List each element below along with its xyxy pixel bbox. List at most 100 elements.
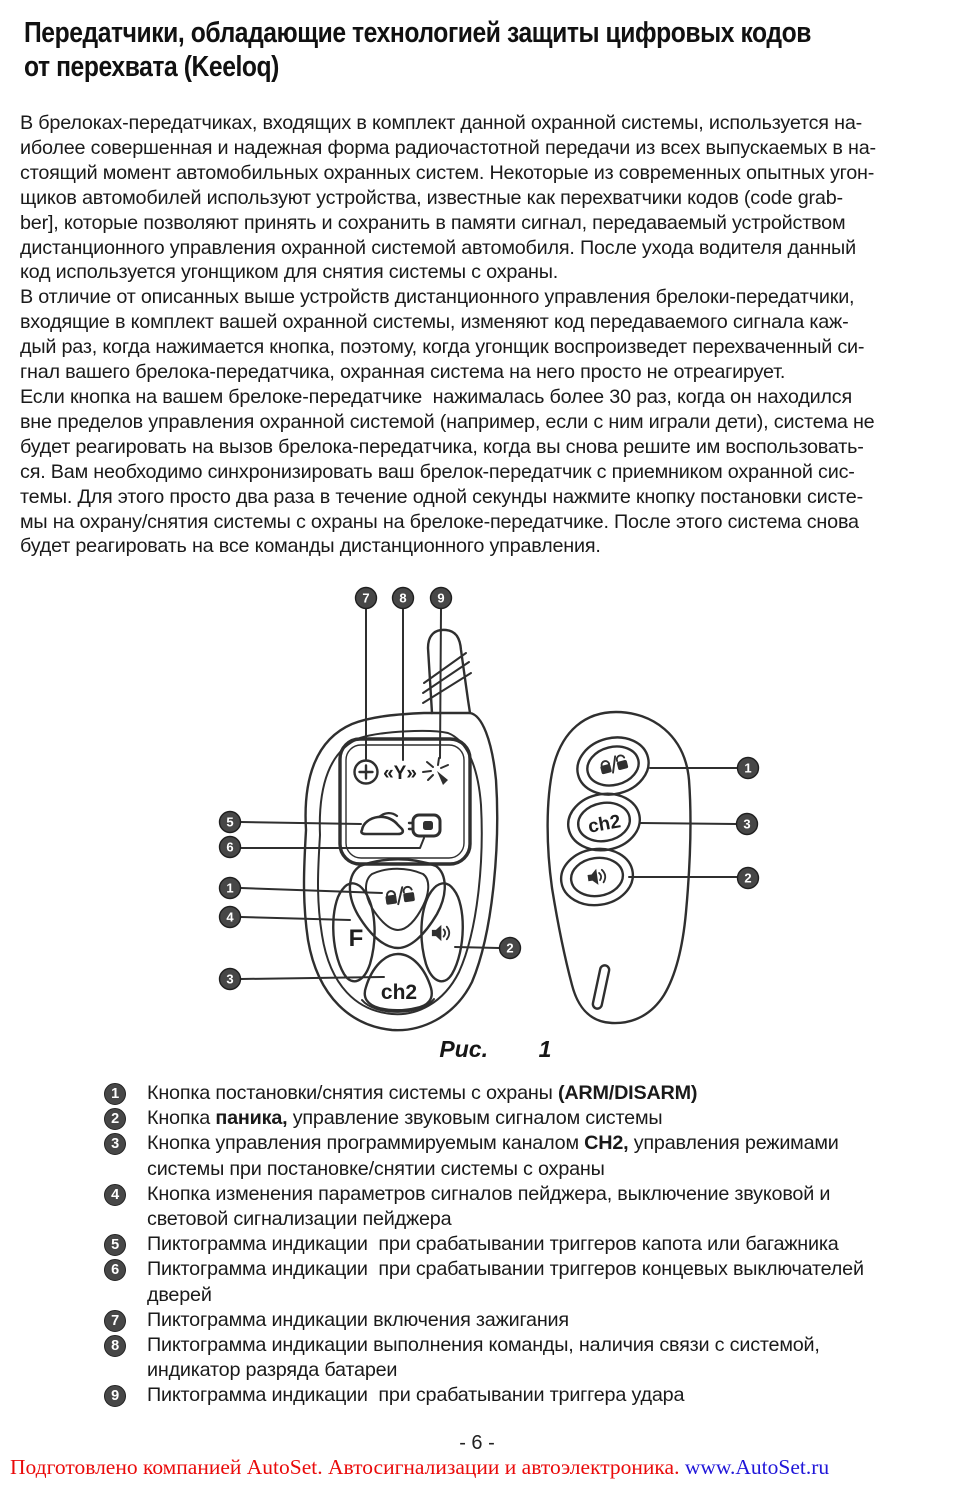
door-trigger-icon bbox=[407, 813, 442, 838]
legend-item-number: 6 bbox=[104, 1259, 126, 1282]
left-keyfob-inner-panel bbox=[317, 729, 483, 1016]
legend-item-number: 7 bbox=[104, 1309, 126, 1332]
svg-text:2: 2 bbox=[744, 871, 751, 886]
page-title-line1: Передатчики, обладающие технологией защи… bbox=[24, 17, 811, 49]
callout-2-right: 2 bbox=[736, 866, 760, 890]
legend-item-text: Пиктограмма индикации при срабатывании т… bbox=[147, 1233, 839, 1256]
shock-icon bbox=[422, 757, 449, 785]
lcd-screen-inner-bezel bbox=[345, 744, 465, 859]
lock-unlock-icon-left bbox=[383, 884, 417, 907]
ch2-button-left bbox=[363, 952, 433, 1012]
legend-item-text: Пиктограмма индикации выполнения команды… bbox=[147, 1334, 820, 1382]
callout-1-right: 1 bbox=[736, 756, 760, 780]
antenna-hatching bbox=[422, 652, 472, 704]
body-text-line: будет реагировать на все команды дистанц… bbox=[20, 535, 601, 558]
lock-unlock-icon-right bbox=[597, 752, 630, 777]
page-title: Передатчики, обладающие технологией защи… bbox=[24, 16, 811, 84]
legend-item: 4 Кнопка изменения параметров сигналов пе… bbox=[0, 1182, 954, 1232]
f-button bbox=[332, 882, 376, 983]
legend-item: 9 Пиктограмма индикации при срабатывании … bbox=[0, 1383, 954, 1408]
callout-4: 4 bbox=[218, 905, 242, 929]
legend-item: 7 Пиктограмма индикации включения зажиган… bbox=[0, 1308, 954, 1333]
body-text-line: В отличие от описанных выше устройств ди… bbox=[20, 286, 855, 309]
legend-item-text: Пиктограмма индикации при срабатывании т… bbox=[147, 1258, 864, 1306]
legend-item-number: 3 bbox=[104, 1133, 126, 1156]
paragraph-2: В отличие от описанных выше устройств ди… bbox=[20, 285, 950, 385]
legend-item-number: 9 bbox=[104, 1385, 126, 1408]
svg-text:2: 2 bbox=[506, 941, 513, 956]
callout-7: 7 bbox=[354, 586, 378, 610]
legend-item-number: 1 bbox=[104, 1083, 126, 1105]
body-text-line: щиков автомобилей используют устройства,… bbox=[20, 186, 843, 209]
panic-button-left bbox=[420, 882, 464, 983]
hood-trigger-icon bbox=[360, 812, 405, 836]
legend-item-number: 4 bbox=[104, 1183, 126, 1206]
legend-item-text: Кнопка управления программируемым канало… bbox=[147, 1132, 839, 1180]
legend-item-text: Пиктограмма индикации включения зажигани… bbox=[147, 1308, 569, 1331]
callout-2-left: 2 bbox=[498, 936, 522, 960]
body-text-line: темы. Для этого просто два раза в течени… bbox=[20, 485, 863, 508]
svg-text:5: 5 bbox=[226, 815, 233, 830]
callout-9: 9 bbox=[429, 586, 453, 610]
arm-disarm-button-left bbox=[365, 867, 430, 931]
legend-item-number: 8 bbox=[104, 1335, 126, 1358]
footer-credit-text: Подготовлено компанией AutoSet. Автосигн… bbox=[10, 1455, 685, 1479]
svg-text:6: 6 bbox=[226, 840, 233, 855]
body-text-line: Если кнопка на вашем брелоке-передатчике… bbox=[20, 385, 852, 408]
right-keyfob-body bbox=[546, 710, 692, 1025]
legend-item-text: Пиктограмма индикации при срабатывании т… bbox=[147, 1384, 685, 1407]
svg-text:1: 1 bbox=[539, 1036, 552, 1060]
signal-icon: «Y» bbox=[383, 763, 417, 784]
ch2-button-left-lower-arc bbox=[361, 998, 435, 1013]
page-title-line2: от перехвата (Keeloq) bbox=[24, 51, 279, 83]
legend-item: 8 Пиктограмма индикации выполнения команд… bbox=[0, 1333, 954, 1383]
keyring-slot bbox=[591, 964, 611, 1010]
legend-item-text: Кнопка паника, управление звуковым сигна… bbox=[147, 1107, 663, 1130]
legend-list: 1 Кнопка постановки/снятия системы с охра… bbox=[0, 1081, 954, 1409]
leader-lines bbox=[240, 608, 738, 980]
ch2-button-right-label: ch2 bbox=[586, 811, 622, 837]
callout-3-right: 3 bbox=[735, 812, 759, 836]
legend-item: 3 Кнопка управления программируемым канал… bbox=[0, 1131, 954, 1181]
svg-text:8: 8 bbox=[399, 591, 406, 606]
legend-item: 1 Кнопка постановки/снятия системы с охра… bbox=[0, 1081, 954, 1106]
callout-5: 5 bbox=[218, 810, 242, 834]
footer-link[interactable]: www.AutoSet.ru bbox=[684, 1455, 830, 1479]
antenna bbox=[426, 628, 472, 715]
legend-item-text: Кнопка изменения параметров сигналов пей… bbox=[147, 1182, 831, 1231]
body-text-line: ся. Вам необходимо синхронизировать ваш … bbox=[20, 460, 855, 483]
arm-disarm-button-left-outline bbox=[348, 858, 446, 950]
ch2-button-left-label: ch2 bbox=[381, 981, 417, 1004]
svg-text:7: 7 bbox=[362, 591, 369, 606]
speaker-icon-left bbox=[430, 923, 451, 943]
body-text-line: В брелоках-передатчиках, входящих в комп… bbox=[20, 112, 863, 134]
svg-text:4: 4 bbox=[226, 910, 234, 925]
figure-caption: Рис. 1 bbox=[439, 1036, 552, 1062]
body-text-line: входящие в комплект вашей охранной систе… bbox=[20, 311, 849, 334]
body-text-line: вне пределов управления охранной системо… bbox=[20, 410, 875, 433]
page-number: - 6 - bbox=[459, 1432, 495, 1454]
callout-6: 6 bbox=[218, 835, 242, 859]
f-button-label: F bbox=[349, 925, 364, 952]
body-text-line: иболее совершенная и надежная форма ради… bbox=[20, 136, 876, 159]
footer-credit: Подготовлено компанией AutoSet. Автосигн… bbox=[10, 1455, 954, 1480]
legend-item: 5 Пиктограмма индикации при срабатывании … bbox=[0, 1232, 954, 1257]
svg-text:3: 3 bbox=[226, 972, 233, 987]
body-text: В брелоках-передатчиках, входящих в комп… bbox=[20, 111, 950, 559]
svg-text:3: 3 bbox=[743, 817, 750, 832]
body-text-line: гнал вашего брелока-передатчика, охранна… bbox=[20, 361, 786, 384]
keyfob-diagram: «Y» bbox=[218, 586, 760, 1062]
legend-item: 6 Пиктограмма индикации при срабатывании … bbox=[0, 1257, 954, 1307]
legend-item-number: 5 bbox=[104, 1234, 126, 1257]
left-keyfob-body bbox=[302, 711, 499, 1032]
body-text-line: мы на охрану/снятия системы с охраны на … bbox=[20, 510, 859, 533]
legend-item-text: Кнопка постановки/снятия системы с охран… bbox=[147, 1082, 698, 1104]
callout-8: 8 bbox=[391, 586, 415, 610]
body-text-line: будет реагировать на вызов брелока-перед… bbox=[20, 435, 864, 458]
callout-1-left: 1 bbox=[218, 876, 242, 900]
ignition-icon bbox=[353, 759, 379, 785]
lcd-screen bbox=[338, 737, 472, 866]
body-text-line: дистанционного управления охранной систе… bbox=[20, 236, 856, 259]
body-text-line: код используется угонщиком для снятия си… bbox=[20, 261, 559, 284]
